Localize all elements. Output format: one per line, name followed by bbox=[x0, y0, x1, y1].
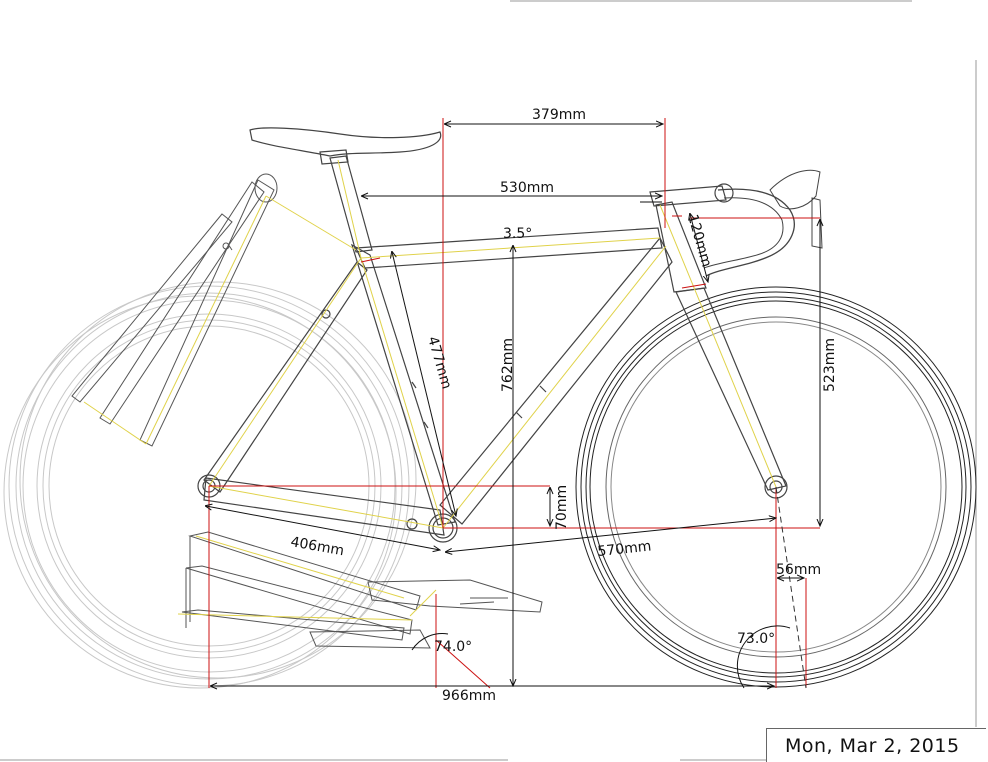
dimension-lines-black bbox=[206, 124, 820, 688]
dimension-lines-red bbox=[208, 118, 820, 689]
head-tube-label: 120mm bbox=[684, 213, 714, 269]
fork-offset-label: 56mm bbox=[776, 562, 821, 578]
date-text: Mon, Mar 2, 2015 bbox=[785, 735, 960, 757]
frame-centerlines bbox=[83, 159, 777, 621]
head-angle-label: 73.0° bbox=[737, 631, 775, 647]
steering-axis bbox=[775, 486, 807, 689]
reach-label: 379mm bbox=[532, 107, 586, 123]
seat-angle-label: 74.0° bbox=[434, 639, 472, 655]
top-tube-slope-label: 3.5° bbox=[503, 226, 532, 242]
date-stamp: Mon, Mar 2, 2015 bbox=[766, 728, 986, 762]
top-tube-label: 530mm bbox=[500, 180, 554, 196]
wheelbase-label: 966mm bbox=[442, 688, 496, 704]
front-height-label: 523mm bbox=[822, 338, 838, 392]
front-center-label: 570mm bbox=[597, 538, 652, 560]
chainstay-label: 406mm bbox=[289, 534, 345, 559]
rear-rack-ghost bbox=[71, 173, 278, 447]
stack-label: 762mm bbox=[500, 338, 516, 392]
seat-tube-label: 477mm bbox=[424, 335, 454, 391]
bb-drop-label: 70mm bbox=[554, 485, 570, 530]
dimension-labels: 379mm 530mm 3.5° 120mm 477mm 762mm 523mm… bbox=[289, 107, 838, 704]
